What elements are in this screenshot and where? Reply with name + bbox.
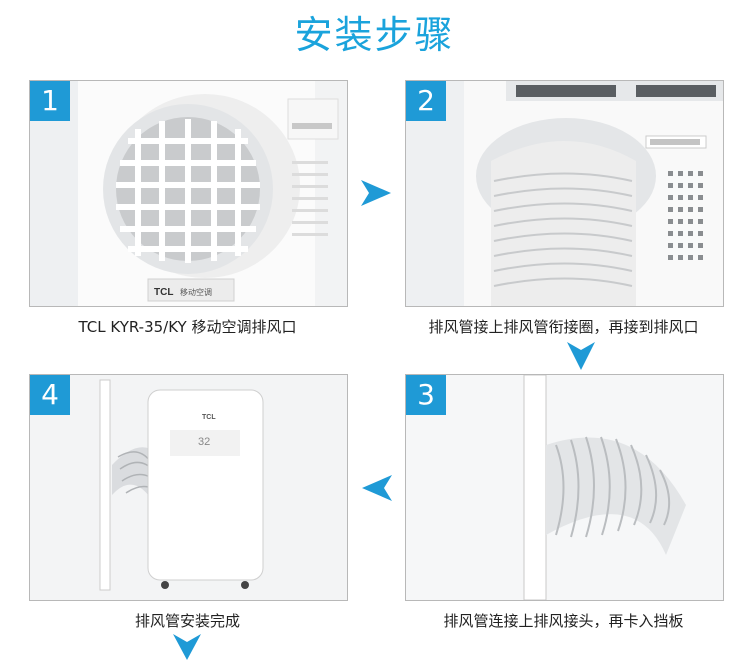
- page-title: 安装步骤: [294, 13, 455, 57]
- unit-logo: TCL: [202, 414, 216, 421]
- arrow-down-icon: [566, 340, 596, 372]
- step-3-panel: 3: [405, 374, 724, 601]
- step-1-caption: TCL KYR-35/KY 移动空调排风口: [78, 318, 297, 336]
- step-3-caption: 排风管连接上排风接头，再卡入挡板: [443, 612, 684, 630]
- step-4-caption: 排风管安装完成: [134, 612, 240, 630]
- step-2-caption: 排风管接上排风管衔接圈，再接到排风口: [428, 318, 699, 336]
- step-2-panel: 2: [405, 80, 724, 307]
- arrow-right-icon: [359, 178, 393, 208]
- step-4-badge: 4: [30, 375, 70, 415]
- step-3-photo: [406, 375, 723, 600]
- step-3-badge: 3: [406, 375, 446, 415]
- arrow-left-icon: [360, 473, 394, 503]
- tcl-sub-label: 移动空调: [180, 287, 212, 297]
- unit-display: 32: [198, 436, 210, 448]
- step-2-badge: 2: [406, 81, 446, 121]
- step-1-photo: TCL 移动空调: [30, 81, 347, 306]
- arrow-down-bottom-icon: [172, 632, 202, 662]
- step-1-panel: 1: [29, 80, 348, 307]
- step-1-badge: 1: [30, 81, 70, 121]
- step-4-panel: 4 TCL 32: [29, 374, 348, 601]
- tcl-label: TCL: [154, 287, 173, 298]
- step-2-photo: [406, 81, 723, 306]
- step-4-photo: TCL 32: [30, 375, 347, 600]
